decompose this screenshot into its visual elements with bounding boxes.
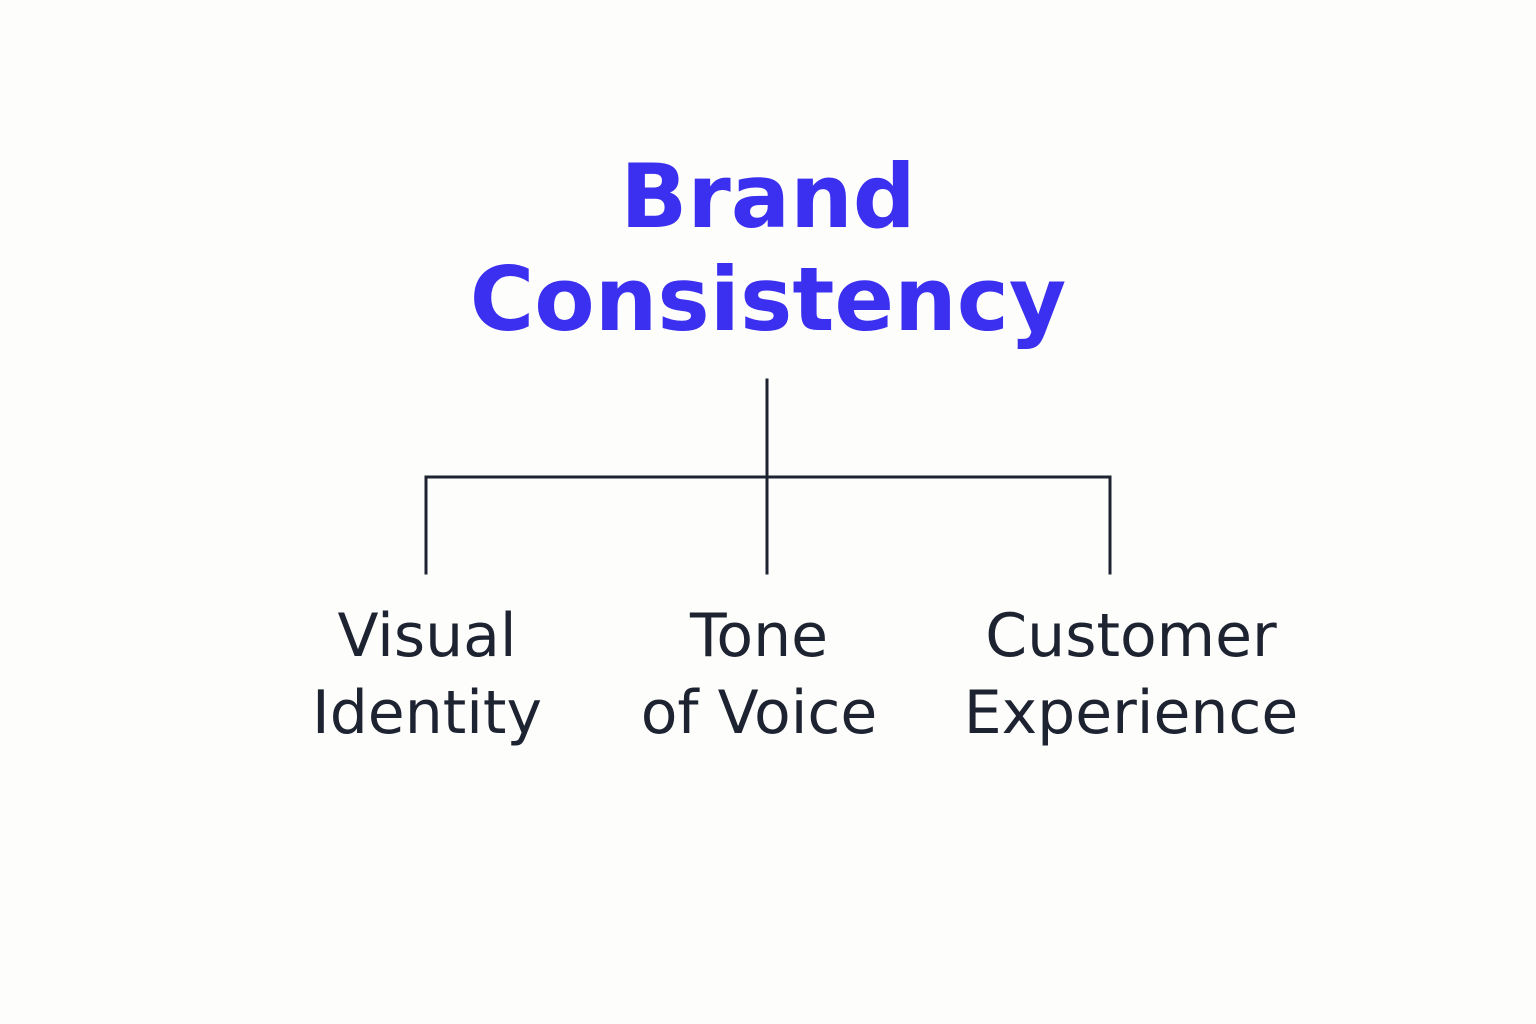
child-label-line-2: Identity — [312, 678, 542, 748]
child-label-line-2: Experience — [963, 678, 1299, 748]
child-label-line-1: Visual — [337, 601, 517, 671]
child-node-visual-identity: Visual Identity — [227, 598, 627, 752]
child-node-tone-of-voice: Tone of Voice — [559, 598, 959, 752]
root-title-line-2: Consistency — [469, 248, 1067, 351]
child-label-line-1: Tone — [689, 601, 829, 671]
child-label-line-1: Customer — [985, 601, 1277, 671]
child-label-line-2: of Voice — [640, 678, 878, 748]
root-node-title: Brand Consistency — [368, 145, 1168, 351]
root-title-line-1: Brand — [620, 145, 916, 248]
child-node-customer-experience: Customer Experience — [931, 598, 1331, 752]
